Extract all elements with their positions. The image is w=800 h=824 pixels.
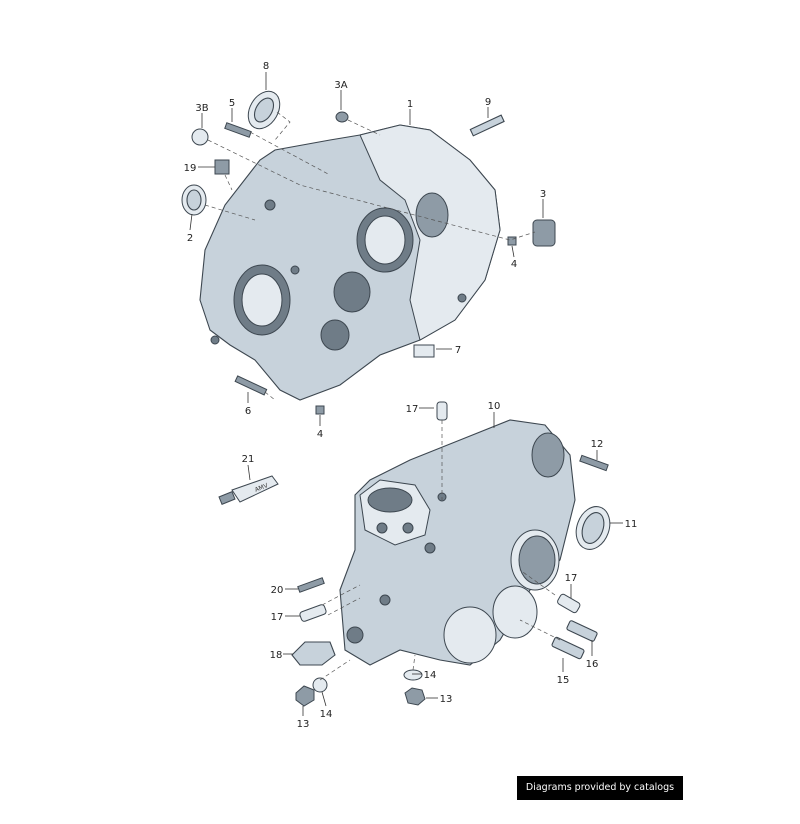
callout-17: 17 xyxy=(406,404,419,415)
assembly-lines xyxy=(204,111,561,681)
callout-15: 15 xyxy=(557,675,570,686)
callout-19: 19 xyxy=(184,163,197,174)
plug-13b xyxy=(295,685,315,707)
washer-14b xyxy=(312,677,328,693)
callout-6: 6 xyxy=(245,406,251,417)
callout-7: 7 xyxy=(455,345,461,356)
callout-10: 10 xyxy=(488,401,501,412)
switch-15 xyxy=(551,636,585,660)
bearing-3 xyxy=(532,219,556,247)
callout-8: 8 xyxy=(263,61,269,72)
callout-16: 16 xyxy=(586,659,599,670)
leader-lines xyxy=(189,72,623,716)
flange-18 xyxy=(291,641,336,666)
callout-13: 13 xyxy=(440,694,453,705)
callout-17: 17 xyxy=(565,573,578,584)
callout-18: 18 xyxy=(270,650,283,661)
attribution-footer: Diagrams provided by catalogs parts xyxy=(517,776,683,817)
callout-labels: 8 3A 1 9 3B 5 19 3 2 4 7 6 4 17 10 12 21… xyxy=(184,61,638,730)
sleeve-3b xyxy=(191,128,209,146)
callout-2: 2 xyxy=(187,233,193,244)
callout-9: 9 xyxy=(485,97,491,108)
dowel-4b xyxy=(315,405,325,415)
connector-19 xyxy=(214,159,230,175)
plug-17b xyxy=(299,604,327,622)
gearbox-housing-part-10 xyxy=(339,419,576,666)
callout-3: 3 xyxy=(540,189,546,200)
parts-diagram: AMV xyxy=(181,61,638,730)
callout-14: 14 xyxy=(320,709,333,720)
callout-3a: 3A xyxy=(334,80,347,91)
magnet-7 xyxy=(413,344,435,358)
plug-17c xyxy=(557,593,581,614)
bolt-20 xyxy=(297,577,325,593)
callout-1: 1 xyxy=(407,99,413,110)
callout-14: 14 xyxy=(424,670,437,681)
clutch-housing-part-1 xyxy=(199,124,501,401)
dowel-4a xyxy=(507,236,517,246)
callout-4: 4 xyxy=(317,429,323,440)
callout-17: 17 xyxy=(271,612,284,623)
callout-13: 13 xyxy=(297,719,310,730)
callout-5: 5 xyxy=(229,98,235,109)
callout-11: 11 xyxy=(625,519,638,530)
bolt-6 xyxy=(234,375,268,396)
callout-21: 21 xyxy=(242,454,255,465)
callout-20: 20 xyxy=(271,585,284,596)
callout-12: 12 xyxy=(591,439,604,450)
plug-17a xyxy=(436,401,448,421)
sensor-9 xyxy=(469,114,505,137)
seal-ring-2-inner xyxy=(186,189,202,211)
tube-marking: AMV xyxy=(254,482,270,494)
plug-13a xyxy=(404,687,426,706)
sleeve-3a xyxy=(335,111,349,123)
washer-14a xyxy=(403,669,423,681)
seal-ring-8-inner xyxy=(253,97,275,123)
callout-3b: 3B xyxy=(195,103,208,114)
bolt-12 xyxy=(579,454,609,472)
switch-16 xyxy=(566,620,598,642)
callout-4: 4 xyxy=(511,259,517,270)
bolt-5 xyxy=(224,122,252,138)
sealant-tube-21: AMV xyxy=(218,475,279,505)
seal-ring-11-inner xyxy=(581,512,605,544)
